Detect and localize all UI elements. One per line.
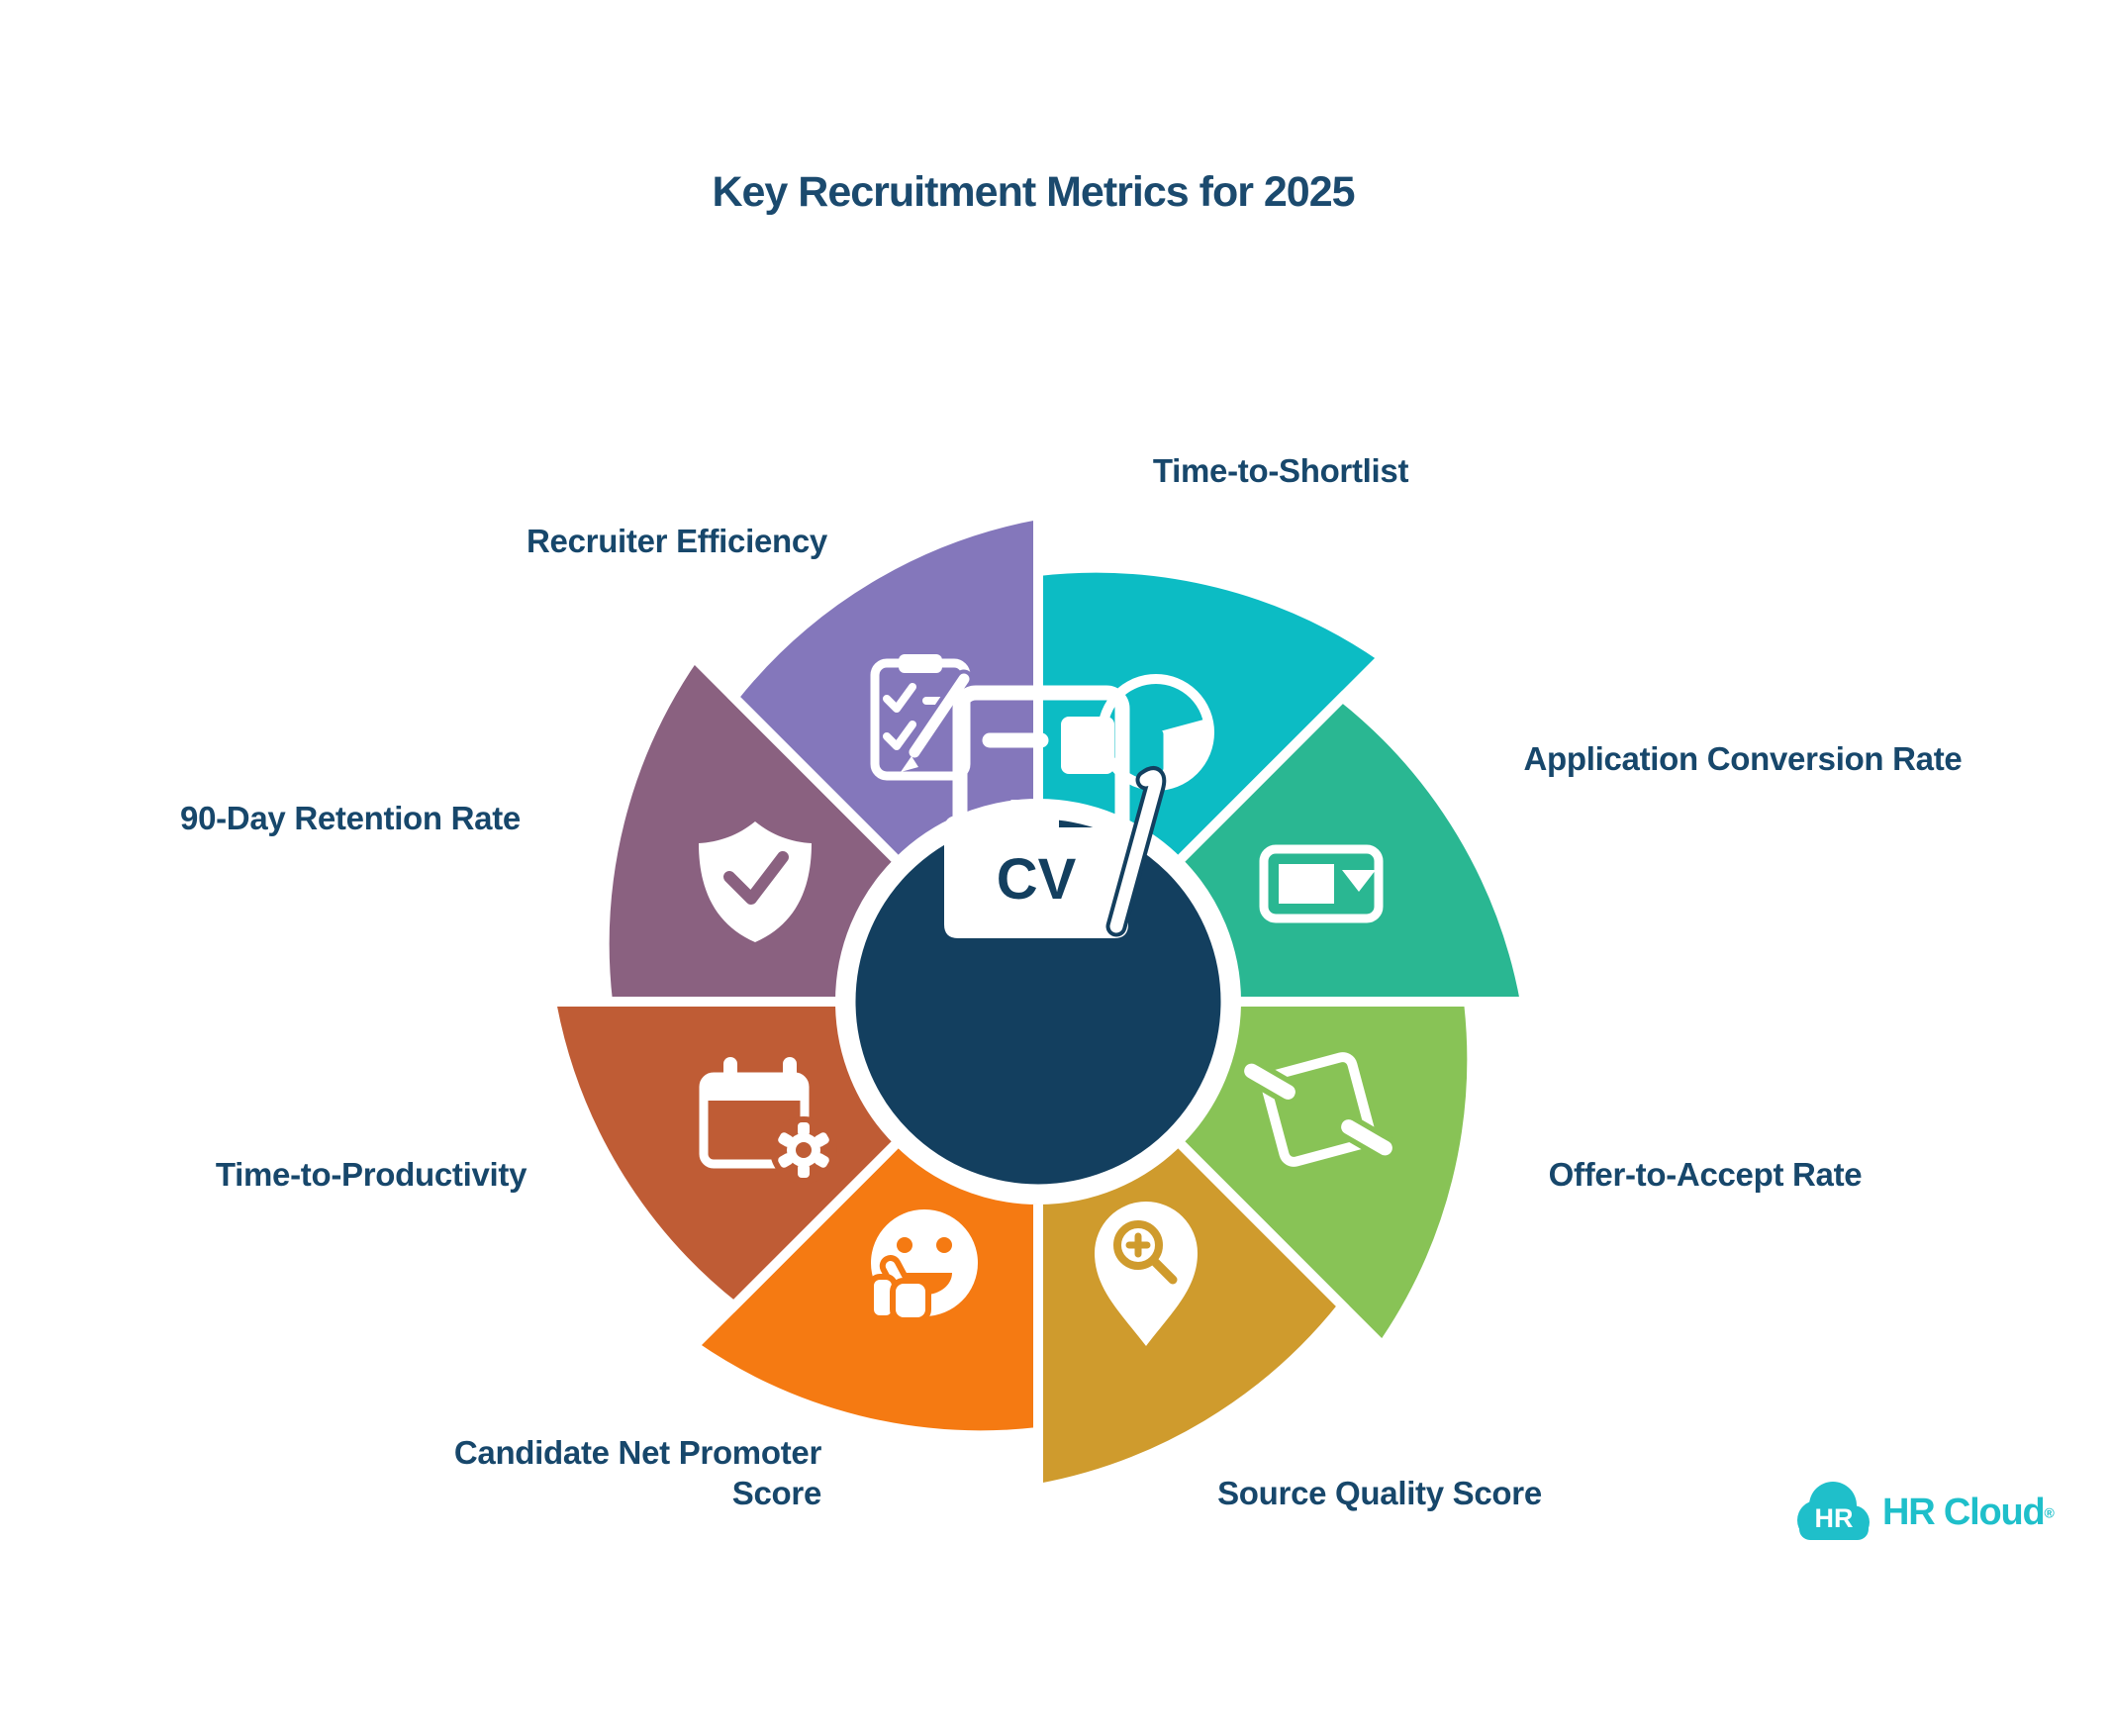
label-time-to-shortlist: Time-to-Shortlist [1152,452,1409,489]
hr-cloud-wordmark: HR Cloud [1882,1492,2046,1533]
registered-mark: ® [2044,1504,2055,1521]
segment-time-to-productivity [545,997,906,1313]
clipboard-check-icon [870,654,974,781]
form-select-icon [1259,844,1384,923]
center-cv-badge: CV [844,685,1232,1196]
label-source-quality-score: Source Quality Score [1217,1475,1542,1511]
label-time-to-productivity: Time-to-Productivity [215,1156,528,1193]
hr-cloud-badge-icon: HR [1797,1482,1870,1540]
search-location-pin-icon [1095,1202,1198,1346]
label-offer-to-accept-rate: Offer-to-Accept Rate [1548,1156,1863,1193]
calendar-gear-icon [699,1057,837,1184]
segment-candidate-net-promoter-score [686,1134,1043,1441]
label-application-conversion-rate: Application Conversion Rate [1523,740,1963,777]
hr-cloud-logo: HR HR Cloud® [1795,1481,2055,1544]
segment-offer-to-accept-rate [1171,997,1478,1354]
document-exchange-icon [1238,1052,1398,1167]
label-recruiter-efficiency: Recruiter Efficiency [527,523,827,559]
label-90-day-retention-rate: 90-Day Retention Rate [180,800,521,836]
page-title: Key Recruitment Metrics for 2025 [712,168,1355,216]
cv-label: CV [997,847,1077,912]
label-candidate-net-promoter-score: Candidate Net Promoter Score [453,1434,821,1512]
cv-folder-icon: CV [944,685,1167,938]
shield-check-icon [699,821,812,942]
hr-badge-label: HR [1815,1503,1854,1533]
smiley-thumbs-up-icon [868,1209,978,1323]
